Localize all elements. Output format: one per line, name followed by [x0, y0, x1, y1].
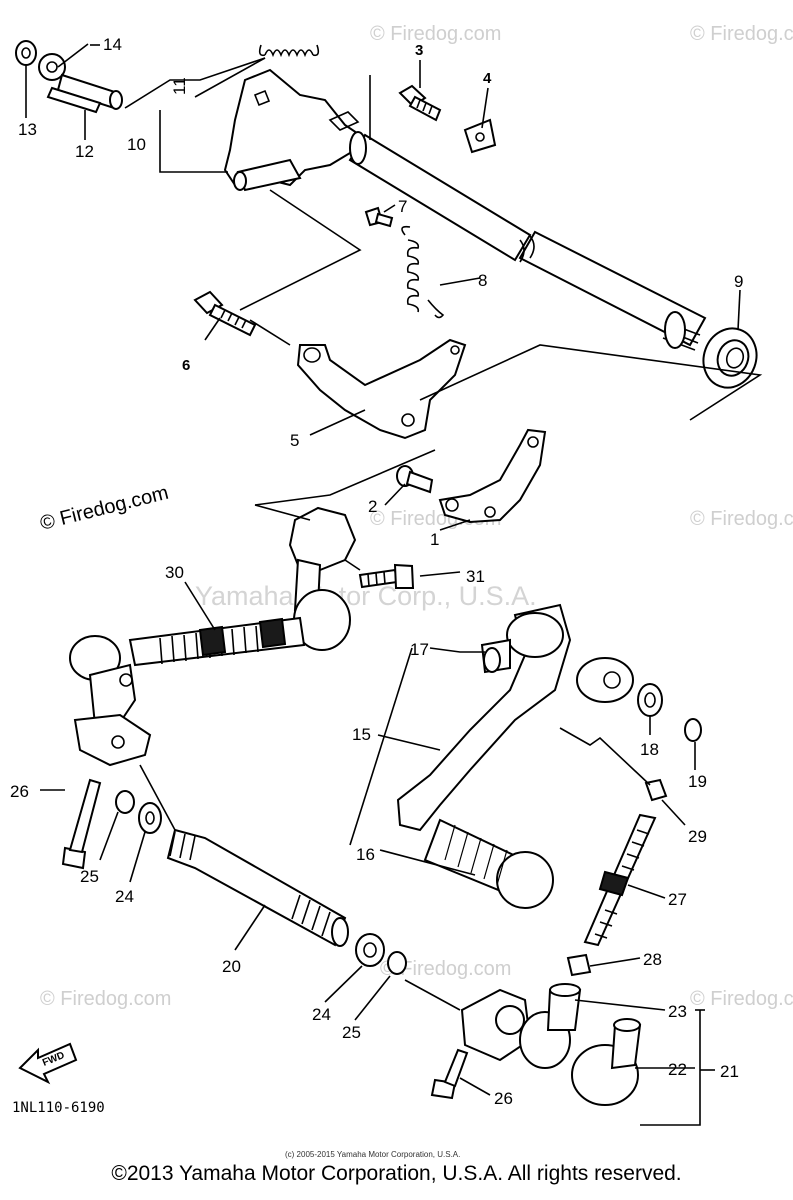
- callout-26: 26: [10, 782, 29, 801]
- shift-shaft: [348, 131, 707, 351]
- part-24-washer: [138, 802, 162, 834]
- callout-23: 23: [668, 1002, 687, 1021]
- watermark-firedog-dark: © Firedog.com: [38, 482, 171, 535]
- callout-25: 25: [342, 1023, 361, 1042]
- callout-27: 27: [668, 890, 687, 909]
- watermark-firedog: © Firedog.com: [370, 23, 501, 45]
- part-6-bolt: [193, 290, 257, 337]
- callout-28: 28: [643, 950, 662, 969]
- callout-20: 20: [222, 957, 241, 976]
- part-2-screw: [396, 465, 434, 494]
- callout-9: 9: [734, 272, 743, 291]
- callout-14: 14: [103, 35, 122, 54]
- callout-10: 10: [127, 135, 146, 154]
- callout-15: 15: [352, 725, 371, 744]
- callout-24: 24: [115, 887, 134, 906]
- callout-18: 18: [640, 740, 659, 759]
- part-24-washer: [355, 933, 385, 967]
- callout-29: 29: [688, 827, 707, 846]
- fwd-arrow-icon: FWD: [18, 1042, 78, 1085]
- part-4-plate: [463, 118, 497, 154]
- callout-19: 19: [688, 772, 707, 791]
- callout-11: 11: [170, 77, 189, 95]
- diagram-code: 1NL110-6190: [12, 1100, 105, 1116]
- part-27-rod: [583, 813, 657, 947]
- part-25-circlip: [387, 951, 407, 975]
- callout-6: 6: [182, 357, 190, 374]
- callout-3: 3: [415, 42, 423, 59]
- callout-5: 5: [290, 431, 299, 450]
- part-11-spring: [258, 44, 320, 58]
- part-26-bolt: [61, 778, 102, 870]
- part-26-bolt: [430, 1048, 469, 1100]
- part-16-rubber: [423, 818, 554, 909]
- part-5-lever: [296, 338, 467, 440]
- part-29-nut: [644, 778, 668, 802]
- part-15-shift-pedal: [396, 603, 634, 832]
- part-7-bolt: [364, 206, 394, 228]
- callout-30: 30: [165, 563, 184, 582]
- callout-4: 4: [483, 70, 492, 87]
- part-25-circlip: [115, 790, 135, 814]
- part-19-circlip: [684, 718, 702, 742]
- callout-16: 16: [356, 845, 375, 864]
- part-3-bolt: [398, 84, 442, 122]
- copyright-notice: ©2013 Yamaha Motor Corporation, U.S.A. A…: [111, 1162, 682, 1185]
- callout-13: 13: [18, 120, 37, 139]
- callout-25: 25: [80, 867, 99, 886]
- callout-labels: 13 14 12 10 11 3 4 7 8 9 6 5 2 1 31 30 1…: [10, 35, 743, 1108]
- part-28-nut: [566, 953, 592, 977]
- callout-17: 17: [410, 640, 429, 659]
- part-30-shift-rod: [69, 506, 357, 767]
- watermark-firedog: © Firedog.com: [690, 988, 793, 1010]
- part-14-washer: [38, 53, 66, 81]
- callout-24: 24: [312, 1005, 331, 1024]
- callout-21: 21: [720, 1062, 739, 1081]
- watermark-firedog: © Firedog.com: [40, 988, 171, 1010]
- watermark-firedog: © Firedog.com: [690, 23, 793, 45]
- part-10-shift-arm: [223, 68, 362, 192]
- part-20-shaft: [166, 828, 349, 947]
- callout-26: 26: [494, 1089, 513, 1108]
- callout-22: 22: [668, 1060, 687, 1079]
- callout-1: 1: [430, 530, 439, 549]
- part-1-plate: [438, 428, 547, 524]
- leader-lines: [25, 43, 741, 1126]
- part-8-spring: [401, 225, 445, 319]
- part-31-bolt: [358, 563, 415, 589]
- callout-12: 12: [75, 142, 94, 161]
- part-21-joint-assembly: [460, 983, 642, 1106]
- callout-8: 8: [478, 271, 487, 290]
- connection-lines: [139, 75, 763, 831]
- part-13-circlip: [15, 40, 37, 66]
- part-12-pin: [46, 73, 123, 114]
- small-copyright: (c) 2005-2015 Yamaha Motor Corporation, …: [285, 1150, 460, 1159]
- watermark-firedog: © Firedog.com: [380, 958, 511, 980]
- callout-31: 31: [466, 567, 485, 586]
- watermark-firedog: © Firedog.com: [690, 508, 793, 530]
- callout-2: 2: [368, 497, 377, 516]
- part-18-washer: [637, 683, 663, 717]
- callout-7: 7: [398, 197, 407, 216]
- part-9-oil-seal: [702, 327, 758, 389]
